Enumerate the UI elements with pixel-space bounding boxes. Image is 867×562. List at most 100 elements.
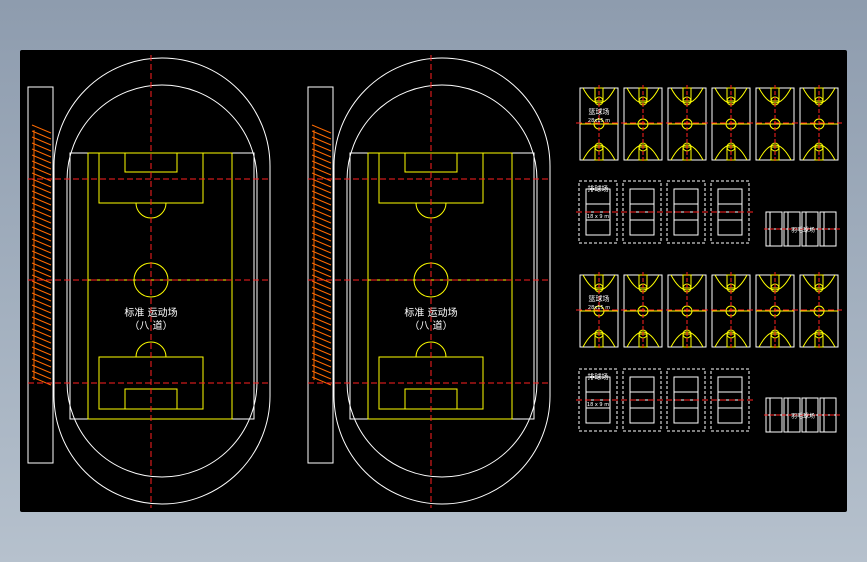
stand-hatch-line (31, 142, 52, 152)
basketball-court: 篮球场 28x15 m (579, 85, 619, 163)
stand-hatch-line (31, 364, 52, 374)
stand-hatch-line (311, 160, 332, 170)
athletics-field-2: 标准 运动场（八 道） (307, 55, 551, 508)
stand-hatch-line (31, 370, 52, 380)
stand-hatch-line (31, 202, 52, 212)
stand-hatch-line (311, 166, 332, 176)
field-label: 标准 运动场 (404, 306, 457, 319)
stand-hatch-line (31, 298, 52, 308)
stand-hatch-line (31, 190, 52, 200)
stand-hatch-line (311, 274, 332, 284)
stand-hatch-line (31, 292, 52, 302)
stand-hatch-line (311, 292, 332, 302)
stand-hatch-line (31, 340, 52, 350)
stand-hatch-line (31, 322, 52, 332)
stand-hatch-line (311, 220, 332, 230)
stand-hatch-line (31, 334, 52, 344)
stand-hatch-line (31, 184, 52, 194)
stand-hatch-line (31, 346, 52, 356)
basketball-court (711, 272, 751, 350)
court-dims: 28x15 m (588, 305, 610, 311)
stand-hatch-line (31, 376, 52, 386)
stand-hatch-line (311, 346, 332, 356)
stand-hatch-line (31, 286, 52, 296)
stand-hatch-line (311, 244, 332, 254)
badminton-courts: 羽毛球场 (764, 211, 840, 247)
basketball-court (799, 272, 839, 350)
stand-hatch-line (311, 196, 332, 206)
stand-hatch-line (311, 130, 332, 140)
stand-hatch-line (31, 316, 52, 326)
stand-hatch-line (311, 370, 332, 380)
stand-hatch-line (31, 256, 52, 266)
stand-hatch-line (311, 256, 332, 266)
stand-hatch-line (31, 304, 52, 314)
stand-hatch-line (31, 130, 52, 140)
court-dims: 28x15 m (588, 118, 610, 124)
stand-hatch-line (31, 172, 52, 182)
stand-hatch-line (31, 220, 52, 230)
stand-hatch-line (31, 358, 52, 368)
stand-hatch-line (31, 244, 52, 254)
stand-outline (27, 86, 54, 464)
stand-hatch-line (311, 280, 332, 290)
stand-hatch-line (311, 262, 332, 272)
stand-hatch-line (31, 310, 52, 320)
stand-hatch-line (31, 148, 52, 158)
stand-hatch-line (311, 310, 332, 320)
court-label: 排球场 (588, 372, 609, 381)
basketball-court (711, 85, 751, 163)
track-outer-lane (333, 57, 551, 505)
stand-hatch-line (31, 166, 52, 176)
badminton-label: 羽毛球场 (791, 412, 815, 420)
stand-hatch-line (311, 178, 332, 188)
field-label: 标准 运动场 (124, 306, 177, 319)
stand-hatch-line (311, 334, 332, 344)
badminton-label: 羽毛球场 (791, 226, 815, 234)
stand-hatch-line (31, 154, 52, 164)
stand-hatch-line (31, 328, 52, 338)
court-label: 篮球场 (589, 107, 610, 116)
track-inner-lane (346, 84, 538, 478)
stand-hatch-line (311, 154, 332, 164)
court-dims: 18 x 9 m (587, 214, 609, 220)
stand-hatch-line (311, 298, 332, 308)
stand-hatch-line (31, 280, 52, 290)
penalty-arc-bottom (415, 341, 447, 358)
stand-hatch-line (31, 352, 52, 362)
penalty-arc-bottom (135, 341, 167, 358)
stand-hatch-line (31, 268, 52, 278)
basketball-court (623, 85, 663, 163)
court-dims: 18 x 9 m (587, 402, 609, 408)
stand-hatch-line (31, 226, 52, 236)
stand-hatch-line (311, 322, 332, 332)
pitch-boundary (87, 152, 233, 420)
pitch-boundary (367, 152, 513, 420)
stand-hatch-line (31, 136, 52, 146)
basketball-court (623, 272, 663, 350)
stand-hatch-line (311, 124, 332, 134)
stand-hatch-line (311, 286, 332, 296)
stand-hatch-line (31, 274, 52, 284)
stand-hatch-line (311, 142, 332, 152)
basketball-court (755, 272, 795, 350)
stand-hatch-line (31, 238, 52, 248)
field-sublabel: （八 道） (409, 319, 452, 332)
stand-hatch-line (311, 304, 332, 314)
track-inner-lane (66, 84, 258, 478)
stand-hatch-line (31, 262, 52, 272)
stand-hatch-line (311, 214, 332, 224)
stand-hatch-line (311, 352, 332, 362)
court-label: 篮球场 (589, 294, 610, 303)
stand-hatch-line (311, 148, 332, 158)
basketball-court: 篮球场 28x15 m (579, 272, 619, 350)
stand-hatch-line (311, 238, 332, 248)
field-boundary (349, 152, 535, 420)
track-outer-lane (53, 57, 271, 505)
stand-hatch-line (31, 178, 52, 188)
stand-hatch-line (311, 136, 332, 146)
stand-hatch-line (311, 376, 332, 386)
stand-hatch-line (311, 364, 332, 374)
stand-hatch-line (311, 268, 332, 278)
